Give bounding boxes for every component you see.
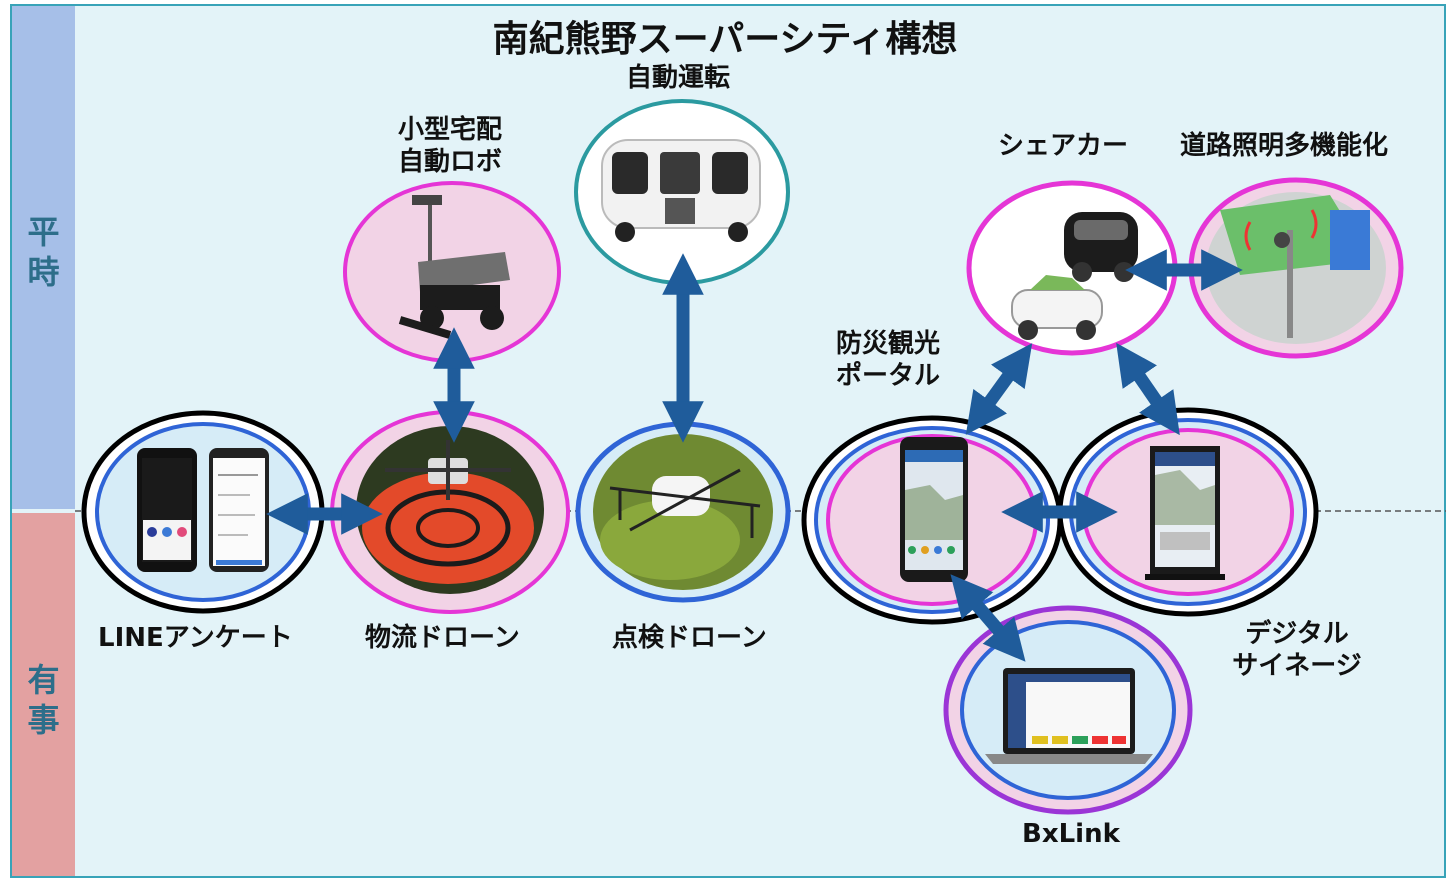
signage-label-line1: デジタル [1245,619,1349,649]
arrow-portal-bxlink [950,574,1026,662]
arrow-sharecar-signage [1116,342,1180,436]
delivery-robot-node [343,181,561,363]
delivery-robot-label-line2: 自動ロボ [397,147,502,177]
street-light-node [1188,177,1404,359]
portal-node [801,415,1063,625]
portal-label-line1: 防災観光 [836,329,941,359]
inspection-drone-node [575,421,791,603]
line-survey-label: LINEアンケート [98,623,293,653]
connection-arrows [266,249,1243,662]
signage-label-line2: サイネージ [1232,651,1362,681]
logistics-drone-label: 物流ドローン [365,623,520,653]
normal-time-label: 平時 [27,213,60,291]
emergency-label: 有事 [27,661,60,739]
arrow-portal-sharecar [965,343,1033,435]
street-light-label: 道路照明多機能化 [1180,131,1389,161]
share-car-node [966,180,1178,356]
diagram-title: 南紀熊野スーパーシティ構想 [492,19,958,60]
normal-time-band [12,6,75,509]
delivery-robot-label-line1: 小型宅配 [397,115,502,145]
line-survey-node [81,410,325,614]
portal-label-line2: ポータル [836,361,941,391]
share-car-label: シェアカー [998,131,1129,161]
autonomous-driving-label: 自動運転 [626,63,731,93]
signage-node [1057,407,1319,617]
bxlink-node [943,605,1193,815]
inspection-drone-label: 点検ドローン [612,623,767,653]
bxlink-label: BxLink [1022,819,1120,849]
emergency-band [12,513,75,876]
autonomous-bus-node [574,99,790,285]
logistics-drone-node [330,410,570,614]
